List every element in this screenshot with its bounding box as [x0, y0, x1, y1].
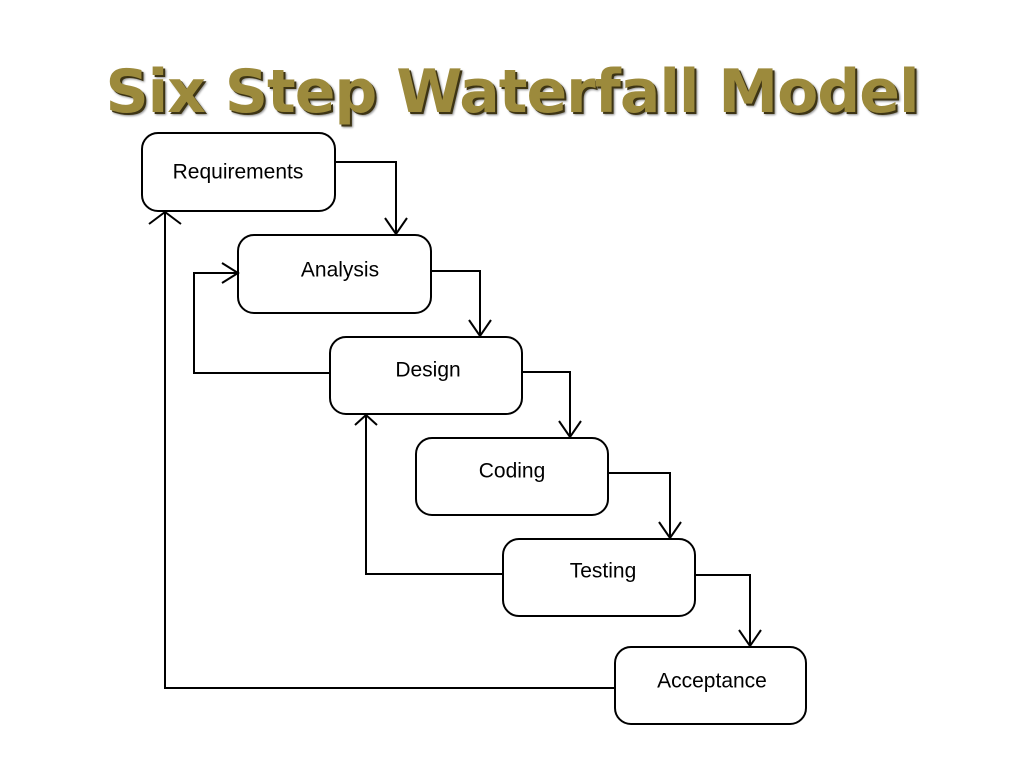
- step-box-coding: [415, 437, 609, 516]
- feedback-connector-testing-design: [354, 413, 503, 575]
- feedback-connector-acceptance-requirements: [148, 210, 615, 689]
- connector-line: [193, 272, 330, 374]
- forward-connector-requirements-analysis: [335, 161, 408, 236]
- slide-title: Six Step Waterfall Model: [105, 57, 919, 127]
- step-acceptance: Acceptance: [614, 646, 807, 725]
- connector-line: [164, 212, 615, 689]
- forward-connector-analysis-design: [431, 270, 492, 338]
- arrow-down-icon: [658, 521, 682, 540]
- step-label-coding: Coding: [479, 460, 546, 483]
- step-box-design: [329, 336, 523, 415]
- connector-line: [695, 574, 751, 646]
- connector-line: [608, 472, 671, 538]
- arrow-down-icon: [738, 629, 762, 648]
- connector-line: [431, 270, 481, 336]
- step-label-analysis: Analysis: [301, 259, 379, 282]
- step-box-requirements: [141, 132, 336, 212]
- arrow-up-icon: [354, 413, 378, 426]
- forward-connector-coding-testing: [608, 472, 682, 540]
- step-label-acceptance: Acceptance: [657, 670, 767, 693]
- forward-connector-testing-acceptance: [695, 574, 762, 648]
- step-analysis: Analysis: [237, 234, 432, 314]
- arrow-down-icon: [558, 420, 582, 439]
- step-requirements: Requirements: [141, 132, 336, 212]
- feedback-connector-design-analysis: [193, 262, 330, 374]
- arrow-right-icon: [221, 262, 240, 284]
- forward-connector-design-coding: [522, 371, 582, 439]
- connector-line: [335, 161, 397, 234]
- connector-line: [522, 371, 571, 437]
- step-label-design: Design: [395, 359, 460, 382]
- arrow-down-icon: [468, 319, 492, 338]
- arrow-down-icon: [384, 217, 408, 236]
- step-design: Design: [329, 336, 523, 415]
- step-box-acceptance: [614, 646, 807, 725]
- step-label-testing: Testing: [570, 560, 637, 583]
- step-label-requirements: Requirements: [173, 161, 304, 184]
- arrow-up-icon: [148, 210, 182, 225]
- connector-line: [365, 415, 503, 575]
- step-box-testing: [502, 538, 696, 617]
- step-coding: Coding: [415, 437, 609, 516]
- step-testing: Testing: [502, 538, 696, 617]
